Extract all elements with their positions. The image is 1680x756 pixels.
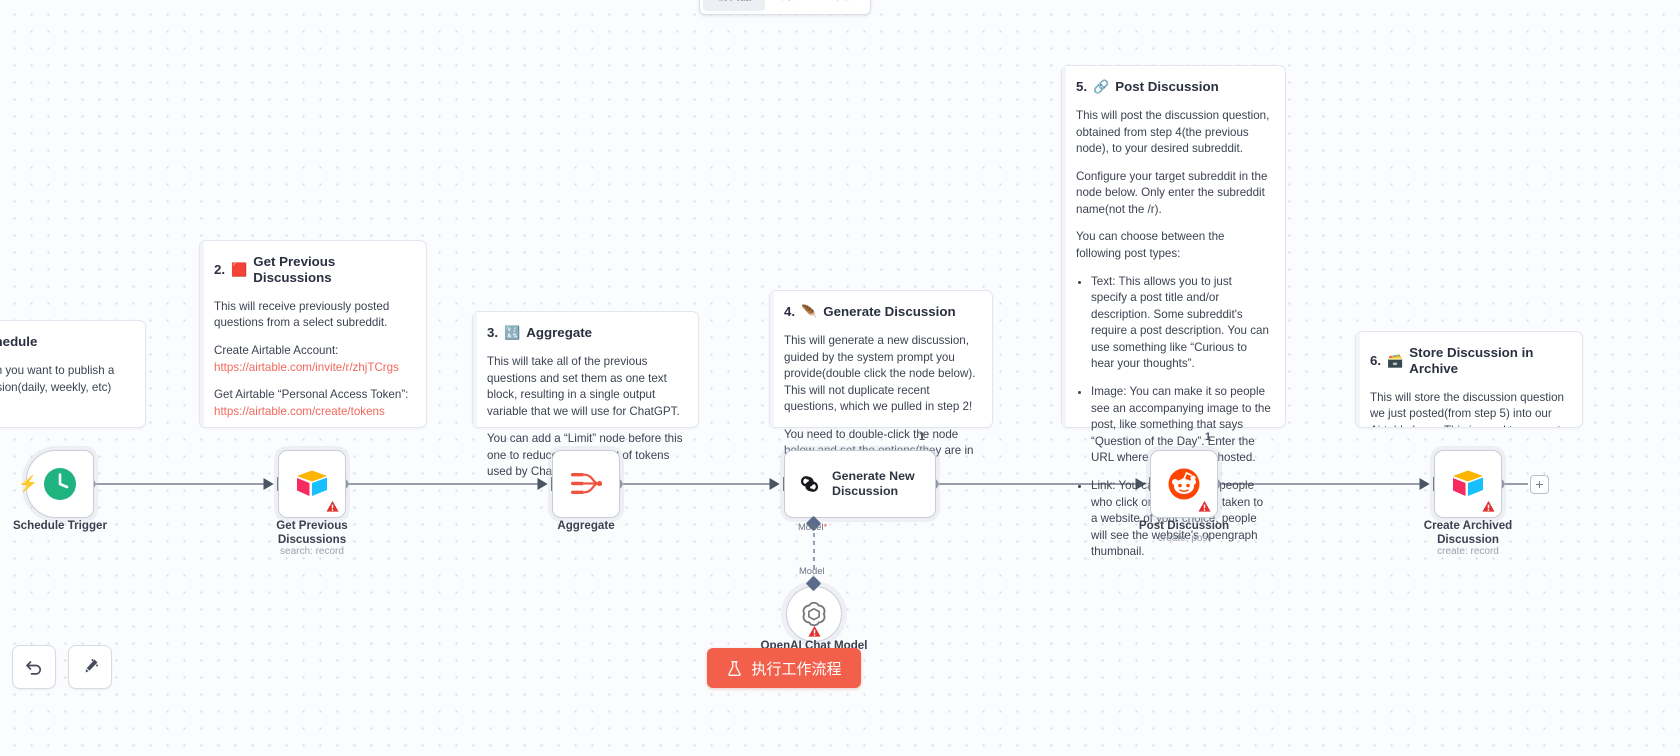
airtable-tokens-link[interactable]: https://airtable.com/create/tokens [214,404,385,418]
sticky3-number: 3. [487,325,499,340]
sticky-note-get-previous-discussions[interactable]: 2. 🟥 Get Previous Discussions This will … [199,240,427,428]
feather-icon: 🪶 [801,304,818,320]
node-sub-create-archived-discussion: create: record [1437,546,1499,557]
red-square-icon: 🟥 [231,262,248,278]
sticky1-heading: 1. 📅 Schedule [0,334,131,350]
sticky-note-post-discussion[interactable]: 5. 🔗 Post Discussion This will post the … [1061,65,1286,558]
node-aggregate[interactable] [552,450,620,518]
node-label-generate-new-discussion: Generate New Discussion [832,468,915,498]
sticky5-paragraph-1: This will post the discussion question, … [1076,108,1270,156]
node-create-archived-discussion[interactable] [1434,450,1502,518]
editor-tabstrip[interactable]: 编辑器 执行 评估 [699,0,871,15]
link-icon: 🔗 [1093,79,1110,95]
tidy-icon [85,659,98,673]
sticky5-paragraph-3: You can choose between the following pos… [1076,230,1225,260]
tidy-up-button[interactable] [68,645,112,689]
trigger-lightning-icon: ⚡ [18,476,38,493]
sticky4-title: Generate Discussion [823,304,956,319]
node-get-previous-discussions[interactable] [278,450,346,518]
tab-evaluations[interactable]: 评估 [818,0,867,11]
execute-workflow-button[interactable]: 执行工作流程 [707,648,861,688]
tab-executions[interactable]: 执行 [767,0,816,11]
airtable-icon [297,470,327,496]
sticky2-heading: 2. 🟥 Get Previous Discussions [214,254,412,286]
reddit-icon [1168,468,1200,500]
node-label-post-discussion: Post Discussion [1138,519,1230,532]
sticky3-heading: 3. 🔣 Aggregate [487,325,684,341]
add-node-button[interactable]: + [1530,475,1549,494]
card-file-box-icon: 🗃️ [1387,353,1404,369]
port-label-model-required: Model* [798,521,828,532]
openai-icon [802,601,826,627]
sticky3-title: Aggregate [526,325,593,340]
sticky5-paragraph-2: Configure your target subreddit in the n… [1076,169,1268,216]
list-item: Text: This allows you to just specify a … [1091,274,1271,373]
node-schedule-trigger[interactable] [26,450,94,518]
node-count-post: 1 [1204,431,1211,443]
tab-editor[interactable]: 编辑器 [703,0,765,11]
port-label-model: Model [799,565,825,576]
sticky2-title: Get Previous Discussions [253,254,336,285]
airtable-icon [1453,470,1483,496]
warning-icon [1198,500,1211,512]
node-label-get-previous-discussions: Get Previous Discussions [276,519,348,547]
node-count-generate: 1 [918,431,925,443]
warning-icon [326,500,339,512]
flask-icon [728,660,742,676]
chain-link-icon [800,476,819,492]
sticky6-title: Store Discussion in Archive [1409,345,1534,376]
sticky-note-store-discussion-in-archive[interactable]: 6. 🗃️ Store Discussion in Archive This w… [1355,331,1583,428]
sticky4-number: 4. [784,304,796,319]
node-label-create-archived-discussion: Create Archived Discussion [1423,519,1513,547]
sticky2-link-group-1: Create Airtable Account: https://airtabl… [214,343,412,376]
node-sub-post-discussion: create: post [1157,533,1211,544]
sticky6-number: 6. [1370,352,1382,368]
aggregate-icon [571,473,603,494]
sticky2-link-2-label: Get Airtable “Personal Access Token”: [214,388,409,402]
sticky2-link-group-2: Get Airtable “Personal Access Token”: ht… [214,387,412,420]
undo-icon [26,661,42,675]
node-label-aggregate: Aggregate [557,519,615,532]
sticky4-paragraph-1: This will generate a new discussion, gui… [784,333,976,414]
warning-icon [808,625,821,637]
input-symbols-icon: 🔣 [504,325,521,341]
warning-icon [1482,500,1495,512]
sticky5-title: Post Discussion [1115,79,1219,94]
execute-workflow-label: 执行工作流程 [751,660,842,678]
sticky1-title: Schedule [0,334,38,349]
sticky6-paragraph-1: This will store the discussion question … [1370,390,1564,427]
sticky1-body: Select when you want to publish a new di… [0,363,115,394]
node-generate-new-discussion[interactable]: Generate New Discussion 1 [784,431,936,518]
sticky2-number: 2. [214,261,226,277]
node-label-schedule-trigger: Schedule Trigger [12,519,108,532]
sticky3-paragraph-1: This will take all of the previous quest… [487,354,680,418]
sticky5-heading: 5. 🔗 Post Discussion [1076,79,1271,95]
sticky-note-aggregate[interactable]: 3. 🔣 Aggregate This will take all of the… [472,311,699,478]
clock-icon [44,468,76,500]
sticky2-paragraph-1: This will receive previously posted ques… [214,299,390,330]
sticky6-heading: 6. 🗃️ Store Discussion in Archive [1370,345,1568,377]
sticky-note-schedule[interactable]: 1. 📅 Schedule Select when you want to pu… [0,320,146,428]
airtable-invite-link[interactable]: https://airtable.com/invite/r/zhjTCrgs [214,360,399,374]
node-openai-chat-model[interactable] [786,586,842,642]
sticky2-link-1-label: Create Airtable Account: [214,344,339,358]
sticky-note-generate-discussion[interactable]: 4. 🪶 Generate Discussion This will gener… [769,290,993,474]
node-post-discussion[interactable]: 1 [1150,431,1218,518]
sticky4-heading: 4. 🪶 Generate Discussion [784,304,978,320]
sticky5-number: 5. [1076,79,1088,94]
node-sub-get-previous-discussions: search: record [280,546,344,557]
undo-button[interactable] [12,645,56,689]
